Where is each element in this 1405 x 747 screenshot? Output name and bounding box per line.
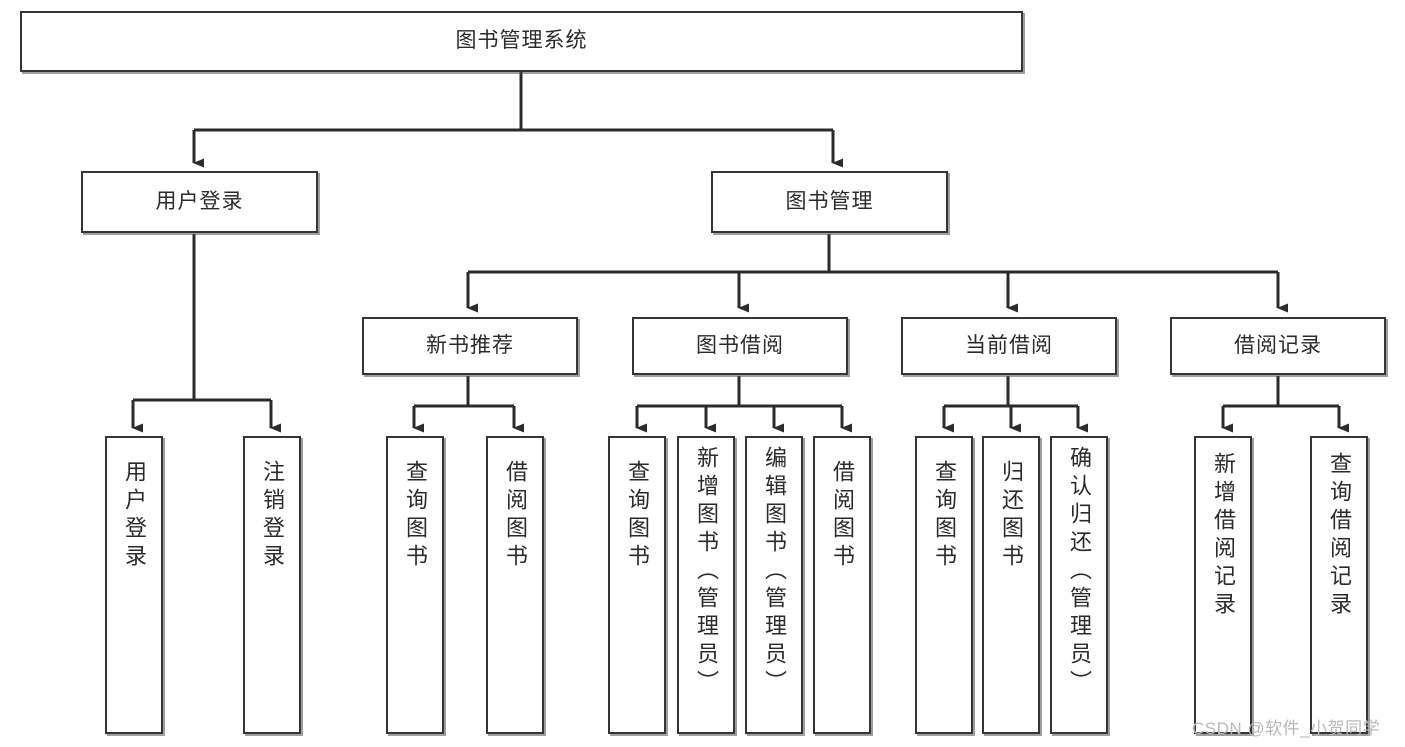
leaf-book-borrow-edit[interactable]: 编辑图书（管理员） — [745, 436, 803, 734]
leaf-user-login-login[interactable]: 用户登录 — [105, 436, 163, 734]
node-root-book-management-system[interactable]: 图书管理系统 — [20, 11, 1023, 72]
node-user-login-label: 用户登录 — [155, 189, 244, 213]
leaf-current-borrow-return[interactable]: 归还图书 — [982, 436, 1040, 734]
leaf-user-login-logout-label: 注销登录 — [260, 460, 285, 572]
node-borrow-record[interactable]: 借阅记录 — [1170, 317, 1386, 375]
leaf-book-borrow-add-label: 新增图书（管理员） — [694, 446, 719, 698]
leaf-new-book-borrow[interactable]: 借阅图书 — [486, 436, 544, 734]
node-book-management-label: 图书管理 — [785, 189, 874, 213]
leaf-current-borrow-return-label: 归还图书 — [999, 460, 1024, 572]
node-book-borrow[interactable]: 图书借阅 — [632, 317, 848, 375]
leaf-current-borrow-confirm-return[interactable]: 确认归还（管理员） — [1050, 436, 1108, 734]
node-root-label: 图书管理系统 — [455, 29, 588, 53]
node-user-login[interactable]: 用户登录 — [81, 171, 318, 233]
node-book-borrow-label: 图书借阅 — [696, 333, 784, 357]
leaf-book-borrow-edit-label: 编辑图书（管理员） — [762, 446, 787, 698]
leaf-current-borrow-confirm-return-label: 确认归还（管理员） — [1067, 446, 1092, 698]
node-book-management[interactable]: 图书管理 — [711, 171, 948, 233]
leaf-user-login-logout[interactable]: 注销登录 — [243, 436, 301, 734]
leaf-borrow-record-query[interactable]: 查询借阅记录 — [1310, 436, 1368, 734]
leaf-borrow-record-query-label: 查询借阅记录 — [1327, 452, 1352, 620]
leaf-book-borrow-query[interactable]: 查询图书 — [608, 436, 666, 734]
leaf-book-borrow-query-label: 查询图书 — [625, 460, 650, 572]
node-borrow-record-label: 借阅记录 — [1234, 333, 1322, 357]
leaf-user-login-login-label: 用户登录 — [122, 460, 147, 572]
leaf-current-borrow-query-label: 查询图书 — [932, 460, 957, 572]
leaf-new-book-query-label: 查询图书 — [403, 460, 428, 572]
node-current-borrow[interactable]: 当前借阅 — [901, 317, 1117, 375]
node-new-book-recommend[interactable]: 新书推荐 — [362, 317, 578, 375]
leaf-book-borrow-borrow-label: 借阅图书 — [830, 460, 855, 572]
leaf-borrow-record-add[interactable]: 新增借阅记录 — [1194, 436, 1252, 734]
leaf-borrow-record-add-label: 新增借阅记录 — [1211, 452, 1236, 620]
leaf-new-book-query[interactable]: 查询图书 — [386, 436, 444, 734]
node-new-book-recommend-label: 新书推荐 — [426, 333, 514, 357]
leaf-new-book-borrow-label: 借阅图书 — [503, 460, 528, 572]
leaf-book-borrow-borrow[interactable]: 借阅图书 — [813, 436, 871, 734]
leaf-book-borrow-add[interactable]: 新增图书（管理员） — [677, 436, 735, 734]
leaf-current-borrow-query[interactable]: 查询图书 — [915, 436, 973, 734]
node-current-borrow-label: 当前借阅 — [965, 333, 1053, 357]
